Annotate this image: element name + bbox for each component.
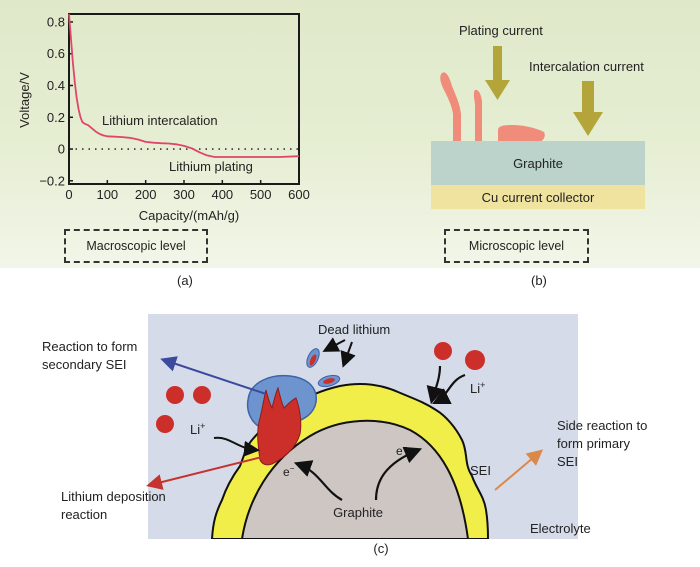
electron-label-left: e−	[283, 464, 295, 479]
lithium-dendrite	[257, 386, 302, 466]
secondary-sei-label: Reaction to form secondary SEI	[42, 339, 141, 372]
y-tick-label: −0.2	[39, 173, 65, 188]
plating-current-arrow-icon	[485, 46, 510, 100]
graphite-particle-schematic: Dead lithium Li+ Li+ Reaction to form se…	[42, 314, 651, 556]
panel-b-label: (b)	[531, 273, 547, 288]
x-tick-label: 500	[250, 187, 272, 202]
voltage-curve	[68, 13, 300, 158]
lithium-ions-right	[434, 342, 485, 370]
primary-sei-line-2: form primary	[557, 436, 630, 451]
electron-arrow-icon	[293, 460, 343, 501]
deposition-line-2: reaction	[61, 507, 107, 522]
panel-c-label: (c)	[373, 541, 388, 556]
lithium-ion	[166, 386, 184, 404]
macroscopic-level-label: Macroscopic level	[86, 239, 186, 253]
li-ion-arrow-icon	[213, 436, 260, 457]
electron-superscript: −	[403, 443, 408, 452]
primary-sei-label: Side reaction to form primary SEI	[557, 418, 651, 469]
electrolyte-label: Electrolyte	[530, 521, 591, 536]
x-tick-label: 200	[135, 187, 157, 202]
secondary-sei-line-1: Reaction to form	[42, 339, 137, 354]
lithium-ion	[434, 342, 452, 360]
annotation-lithium-plating: Lithium plating	[169, 159, 253, 174]
intercalation-current-label: Intercalation current	[529, 59, 644, 74]
deposition-arrow-icon	[146, 455, 267, 490]
li-ion-label-left: Li+	[190, 421, 205, 437]
microscopic-level-box: Microscopic level	[444, 229, 589, 263]
li-ion-superscript: +	[200, 421, 205, 431]
lithium-ions-left	[156, 386, 211, 433]
dendrite-tall	[440, 72, 461, 142]
secondary-sei-line-2: secondary SEI	[42, 357, 127, 372]
x-tick-label: 300	[173, 187, 195, 202]
li-ion-arrow-icon	[432, 373, 466, 404]
secondary-sei-arrow-icon	[160, 356, 267, 395]
plating-current-label: Plating current	[459, 23, 543, 38]
copper-collector-layer	[431, 185, 645, 209]
dead-lithium-arrow-icon	[340, 341, 356, 368]
primary-sei-line-3: SEI	[557, 454, 578, 469]
panel-a-label: (a)	[177, 273, 193, 288]
lithium-ion	[465, 350, 485, 370]
annotation-lithium-intercalation: Lithium intercalation	[102, 113, 218, 128]
macroscopic-level-box: Macroscopic level	[64, 229, 208, 263]
electron-superscript: −	[290, 464, 295, 473]
deposition-line-1: Lithium deposition	[61, 489, 166, 504]
copper-collector-label: Cu current collector	[482, 190, 595, 205]
sei-label: SEI	[470, 463, 491, 478]
li-ion-superscript: +	[480, 380, 485, 390]
y-tick-label: 0.4	[47, 78, 65, 93]
y-tick-label: 0.6	[47, 46, 65, 61]
lithium-dendrites	[440, 72, 545, 142]
graphite-layer	[431, 141, 645, 185]
y-tick-label: 0.8	[47, 14, 65, 29]
lithium-ion	[193, 386, 211, 404]
x-axis-label: Capacity/(mAh/g)	[139, 208, 239, 223]
x-tick-label: 100	[96, 187, 118, 202]
dead-lithium-arrow-icon	[322, 337, 346, 352]
electron-text: e	[396, 444, 403, 458]
dead-lithium-core	[309, 354, 317, 366]
deposition-label: Lithium deposition reaction	[61, 489, 169, 522]
dead-lithium-label: Dead lithium	[318, 322, 390, 337]
dendrite-mossy	[498, 125, 545, 142]
top-panel-background	[0, 0, 700, 268]
x-tick-label: 600	[288, 187, 310, 202]
electron-text: e	[283, 465, 290, 479]
li-ion-label-right: Li+	[470, 380, 485, 396]
dendrite-medium	[473, 89, 482, 142]
y-axis-label: Voltage/V	[17, 72, 32, 128]
y-tick-label: 0.2	[47, 110, 65, 125]
lithium-ion	[156, 415, 174, 433]
intercalation-current-arrow-icon	[573, 81, 603, 136]
microscopic-schematic: Plating current Intercalation current Gr…	[431, 23, 645, 209]
x-tick-label: 400	[211, 187, 233, 202]
x-tick-label: 0	[65, 187, 72, 202]
dead-lithium-core	[323, 378, 335, 384]
li-ion-text: Li	[470, 381, 480, 396]
microscopic-level-label: Microscopic level	[468, 239, 565, 253]
li-ion-text: Li	[190, 422, 200, 437]
dead-lithium-fragments	[306, 348, 341, 388]
electron-arrow-icon	[374, 446, 423, 501]
primary-sei-line-1: Side reaction to	[557, 418, 647, 433]
graphite-particle-label: Graphite	[333, 505, 383, 520]
primary-sei-arrow-icon	[494, 449, 544, 491]
y-tick-label: 0	[58, 142, 65, 157]
graphite-layer-label: Graphite	[513, 156, 563, 171]
